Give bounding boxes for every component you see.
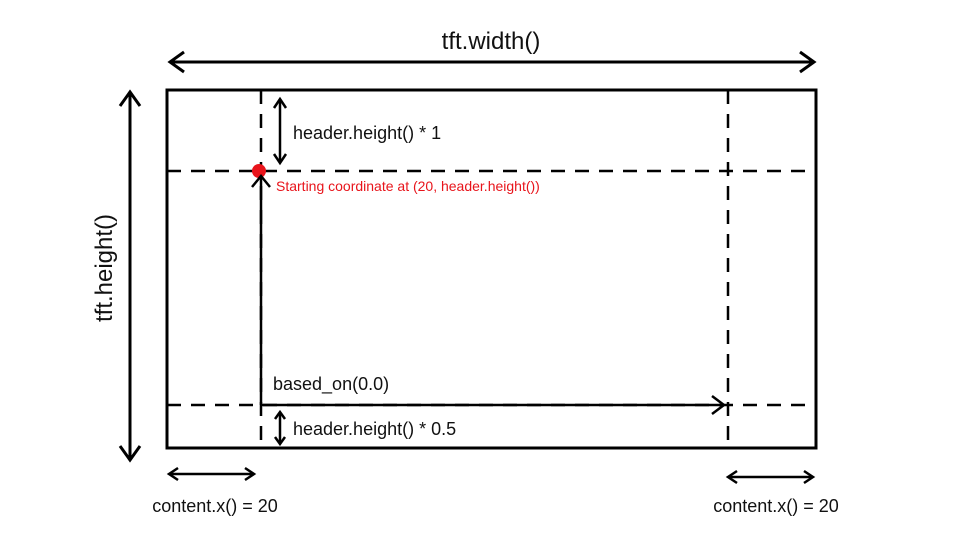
content-x-right-arrow bbox=[725, 469, 816, 485]
red-dot-icon bbox=[252, 164, 266, 178]
height-label: tft.height() bbox=[91, 214, 118, 322]
header-bottom-label: header.height() * 0.5 bbox=[293, 419, 456, 439]
width-arrow bbox=[167, 50, 817, 74]
based-on-arrows bbox=[251, 174, 727, 415]
content-x-left-arrow bbox=[166, 466, 257, 482]
header-top-arrow bbox=[272, 96, 288, 166]
screen-outline bbox=[165, 88, 818, 450]
starting-coordinate-label: Starting coordinate at (20, header.heigh… bbox=[276, 178, 540, 194]
height-arrow bbox=[118, 89, 142, 463]
based-on-label: based_on(0.0) bbox=[273, 374, 389, 395]
header-top-label: header.height() * 1 bbox=[293, 123, 441, 143]
content-x-right-label: content.x() = 20 bbox=[713, 496, 839, 516]
width-label: tft.width() bbox=[442, 28, 541, 55]
content-x-left-label: content.x() = 20 bbox=[152, 496, 278, 516]
header-bottom-arrow bbox=[273, 409, 287, 447]
